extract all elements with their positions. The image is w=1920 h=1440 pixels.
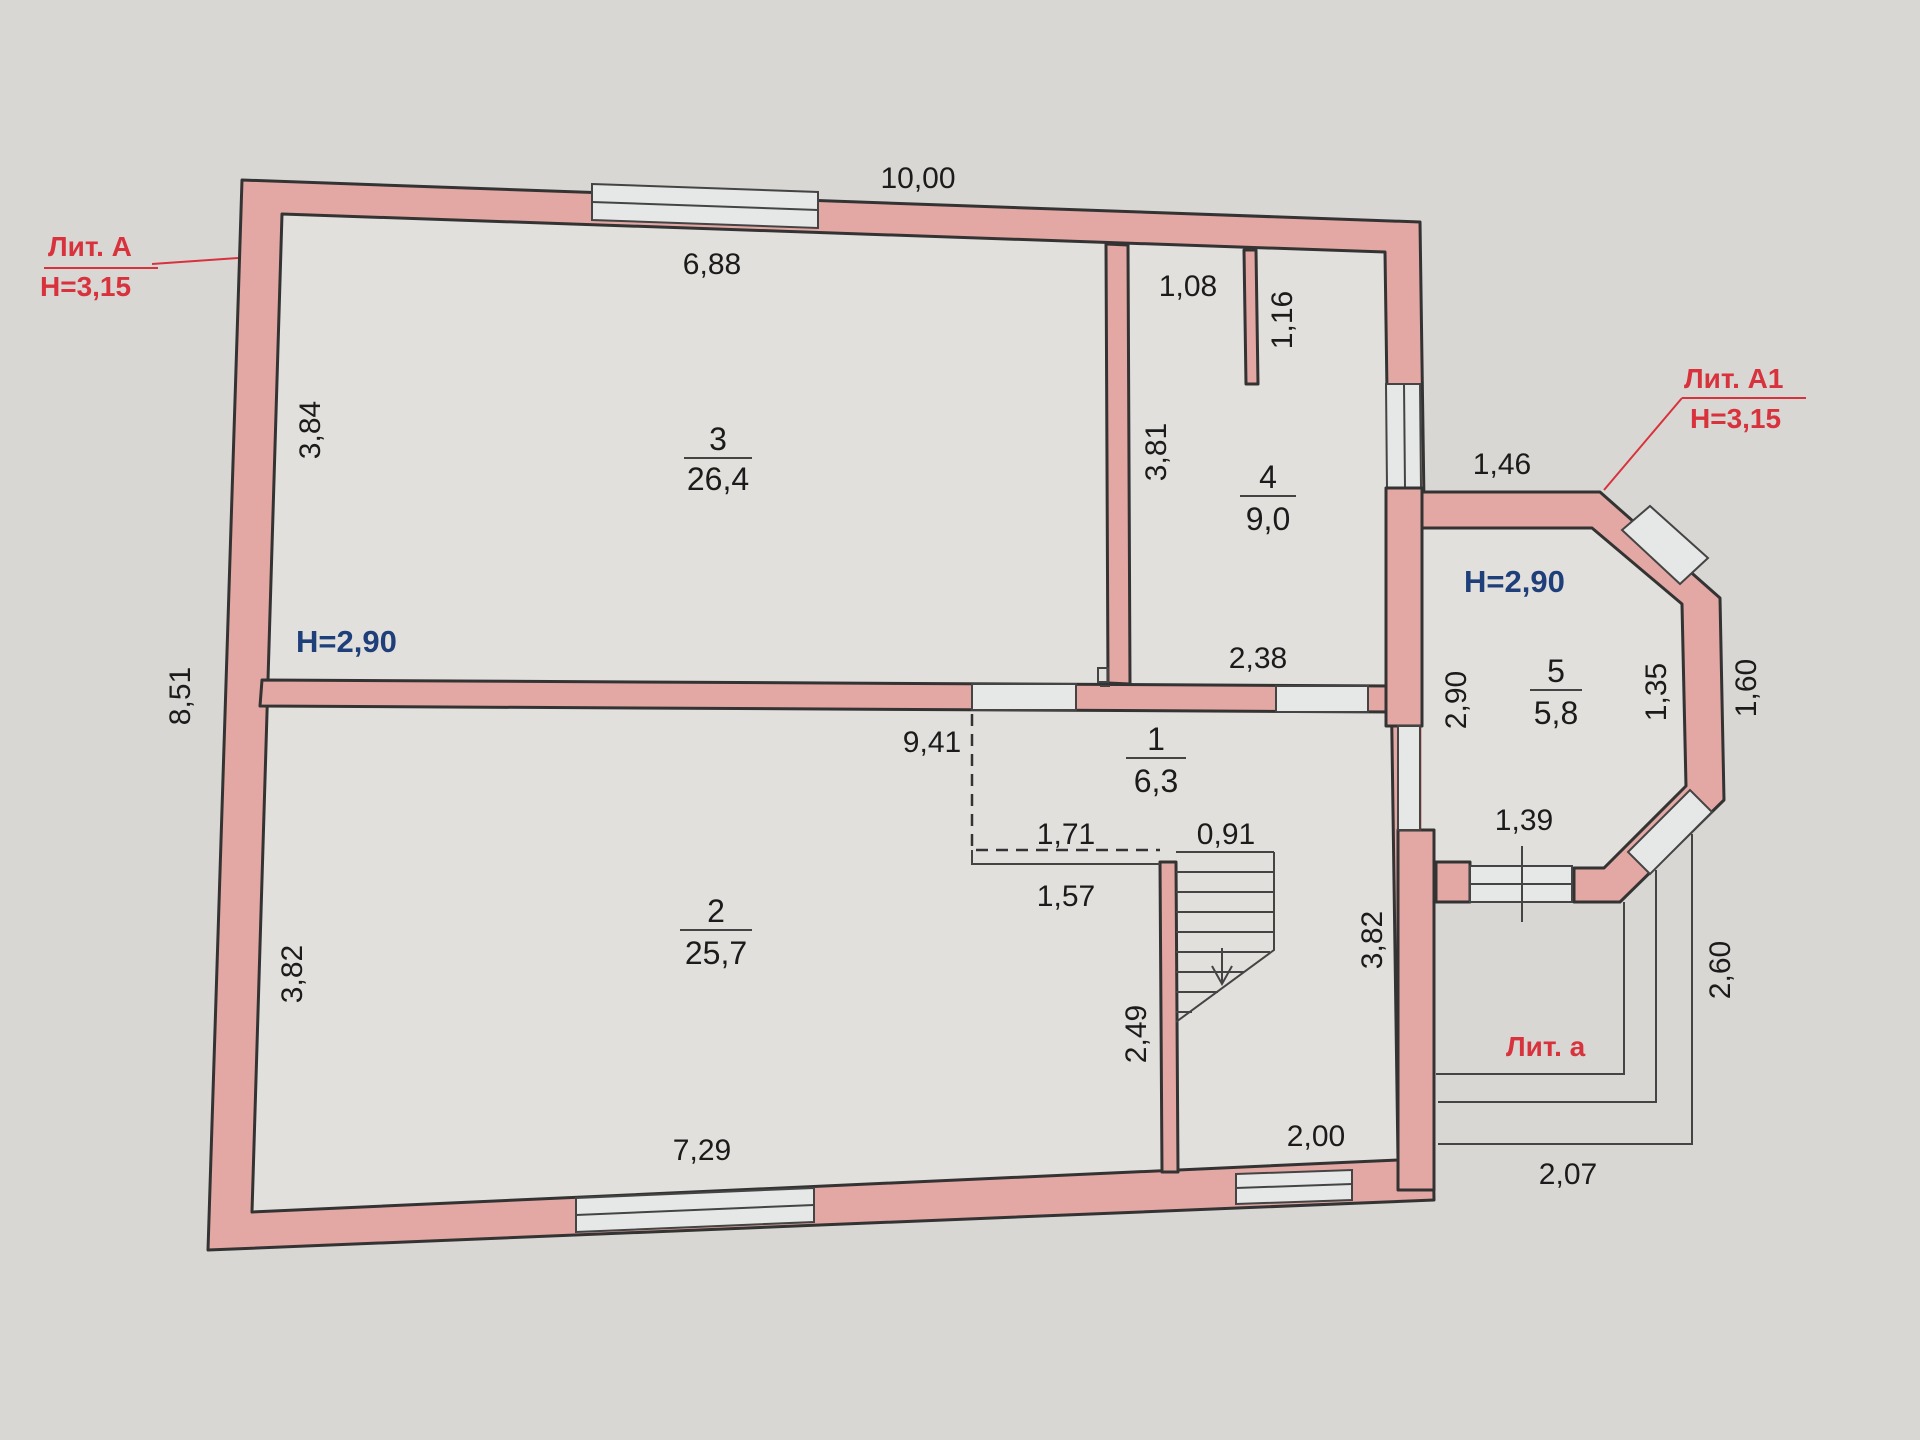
windows (575, 182, 1423, 1234)
dim-stair-top-right: 0,91 (1197, 818, 1255, 851)
dim-stair-bottom: 1,57 (1037, 880, 1095, 913)
dim-room5-left: 2,90 (1440, 671, 1473, 729)
room5-ceiling-height: Н=2,90 (1464, 564, 1565, 599)
hall-dashed-boundary (970, 714, 1160, 852)
dim-room5-bottom: 1,39 (1495, 804, 1553, 837)
room2-number: 2 (707, 893, 725, 929)
room4-area: 9,0 (1246, 501, 1290, 537)
dim-stair-wall: 2,49 (1120, 1005, 1153, 1063)
lit-a1-label: Лит. А1 (1684, 363, 1783, 394)
interior-wall-stair (1158, 860, 1180, 1174)
porch-outline (1436, 834, 1693, 1145)
bay-floor (1422, 528, 1684, 866)
staircase (970, 667, 1275, 1023)
dim-room4-partition-width: 1,08 (1159, 270, 1217, 303)
dim-room2-bottom: 7,29 (673, 1134, 731, 1167)
dim-room3-height: 3,84 (294, 401, 327, 459)
bay-left-wall (1384, 486, 1424, 728)
dim-left-overall: 8,51 (164, 667, 197, 725)
bay-room5 (1384, 486, 1726, 1192)
dim-room4-bottom: 2,38 (1229, 642, 1287, 675)
dim-lit-a1-top: 1,46 (1473, 448, 1531, 481)
room3-ceiling-height: Н=2,90 (296, 624, 397, 659)
room4-number: 4 (1259, 459, 1277, 495)
bay-exterior-wall (1418, 490, 1726, 904)
dim-top-overall: 10,00 (880, 162, 955, 195)
opening-hall-bay (1397, 725, 1421, 831)
room2-area: 25,7 (685, 935, 747, 971)
room5-number: 5 (1547, 653, 1565, 689)
interior-wall-horizontal (258, 678, 1397, 714)
dim-room5-right-outer: 1,60 (1730, 659, 1763, 717)
dim-room1-right: 3,82 (1356, 911, 1389, 969)
lit-a-label: Лит. А (48, 231, 132, 262)
lit-a1-height: Н=3,15 (1690, 403, 1781, 434)
dim-room2-left: 3,82 (276, 945, 309, 1003)
dim-room3-width: 6,88 (683, 248, 741, 281)
room5-area: 5,8 (1534, 695, 1578, 731)
room3-area: 26,4 (687, 461, 749, 497)
dim-room1-bottom: 2,00 (1287, 1120, 1345, 1153)
partition-stub-room4 (1242, 248, 1260, 386)
door-room2 (971, 683, 1077, 711)
dim-room4-height: 3,81 (1140, 423, 1173, 481)
lit-leaders (44, 257, 1806, 491)
room1-area: 6,3 (1134, 763, 1178, 799)
room3-number: 3 (709, 421, 727, 457)
dim-porch-right: 2,60 (1704, 941, 1737, 999)
room1-number: 1 (1147, 721, 1165, 757)
lit-small-a-label: Лит. а (1506, 1031, 1586, 1062)
window-bay-top (1620, 504, 1710, 586)
dim-room4-partition-length: 1,16 (1266, 291, 1299, 349)
dim-porch-bottom: 2,07 (1539, 1158, 1597, 1191)
bay-stub (1434, 860, 1472, 904)
lit-a-height: Н=3,15 (40, 271, 131, 302)
dim-room5-right-inner: 1,35 (1640, 663, 1673, 721)
window-bay-bottom (1626, 788, 1714, 876)
interior-wall-room3-room4 (1104, 242, 1132, 686)
bay-lower-left-wall (1396, 828, 1436, 1192)
dim-stair-top-left: 1,71 (1037, 818, 1095, 851)
room-labels: 3 26,4 4 9,0 5 5,8 1 6,3 2 25,7 (680, 421, 1582, 971)
dimension-labels: 10,00 6,88 1,08 2,38 1,46 1,39 9,41 1,71… (164, 162, 1763, 1191)
main-building-walls (206, 178, 1436, 1252)
door-room4 (1275, 685, 1369, 713)
main-building-floor (252, 214, 1398, 1212)
dim-hall-length: 9,41 (903, 726, 961, 759)
